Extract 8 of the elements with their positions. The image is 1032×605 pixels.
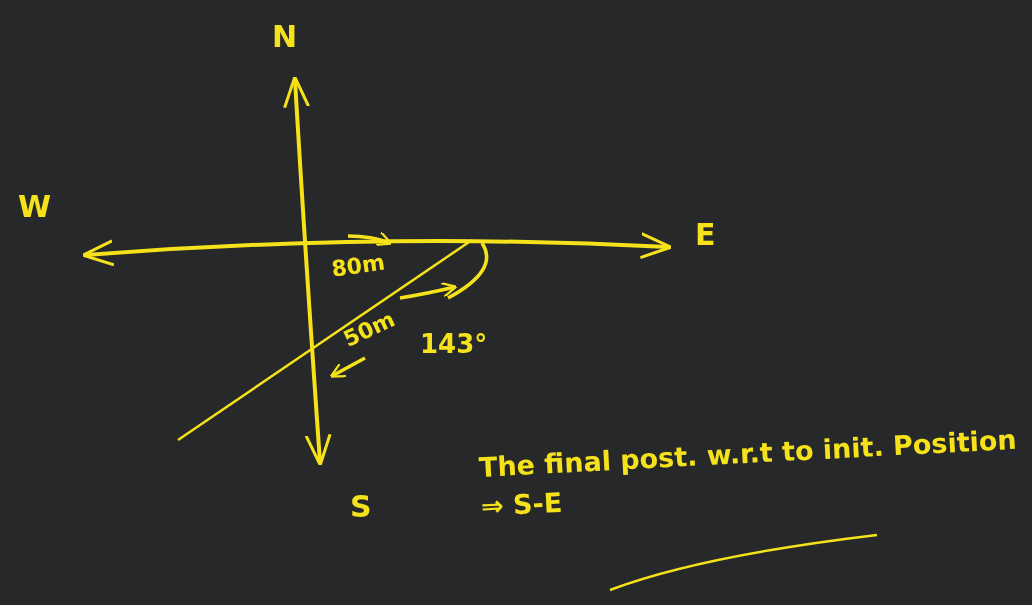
compass-label: E bbox=[695, 218, 716, 251]
distance-label: 50m bbox=[340, 307, 399, 352]
note-text: The final post. w.r.t to init. Position ⇒ S-E bbox=[478, 422, 1019, 525]
compass-label: S bbox=[350, 490, 372, 523]
compass-label: N bbox=[272, 20, 298, 53]
angle-label: 143° bbox=[420, 330, 488, 359]
compass-label: W bbox=[18, 190, 52, 223]
distance-label: 80m bbox=[330, 250, 387, 282]
